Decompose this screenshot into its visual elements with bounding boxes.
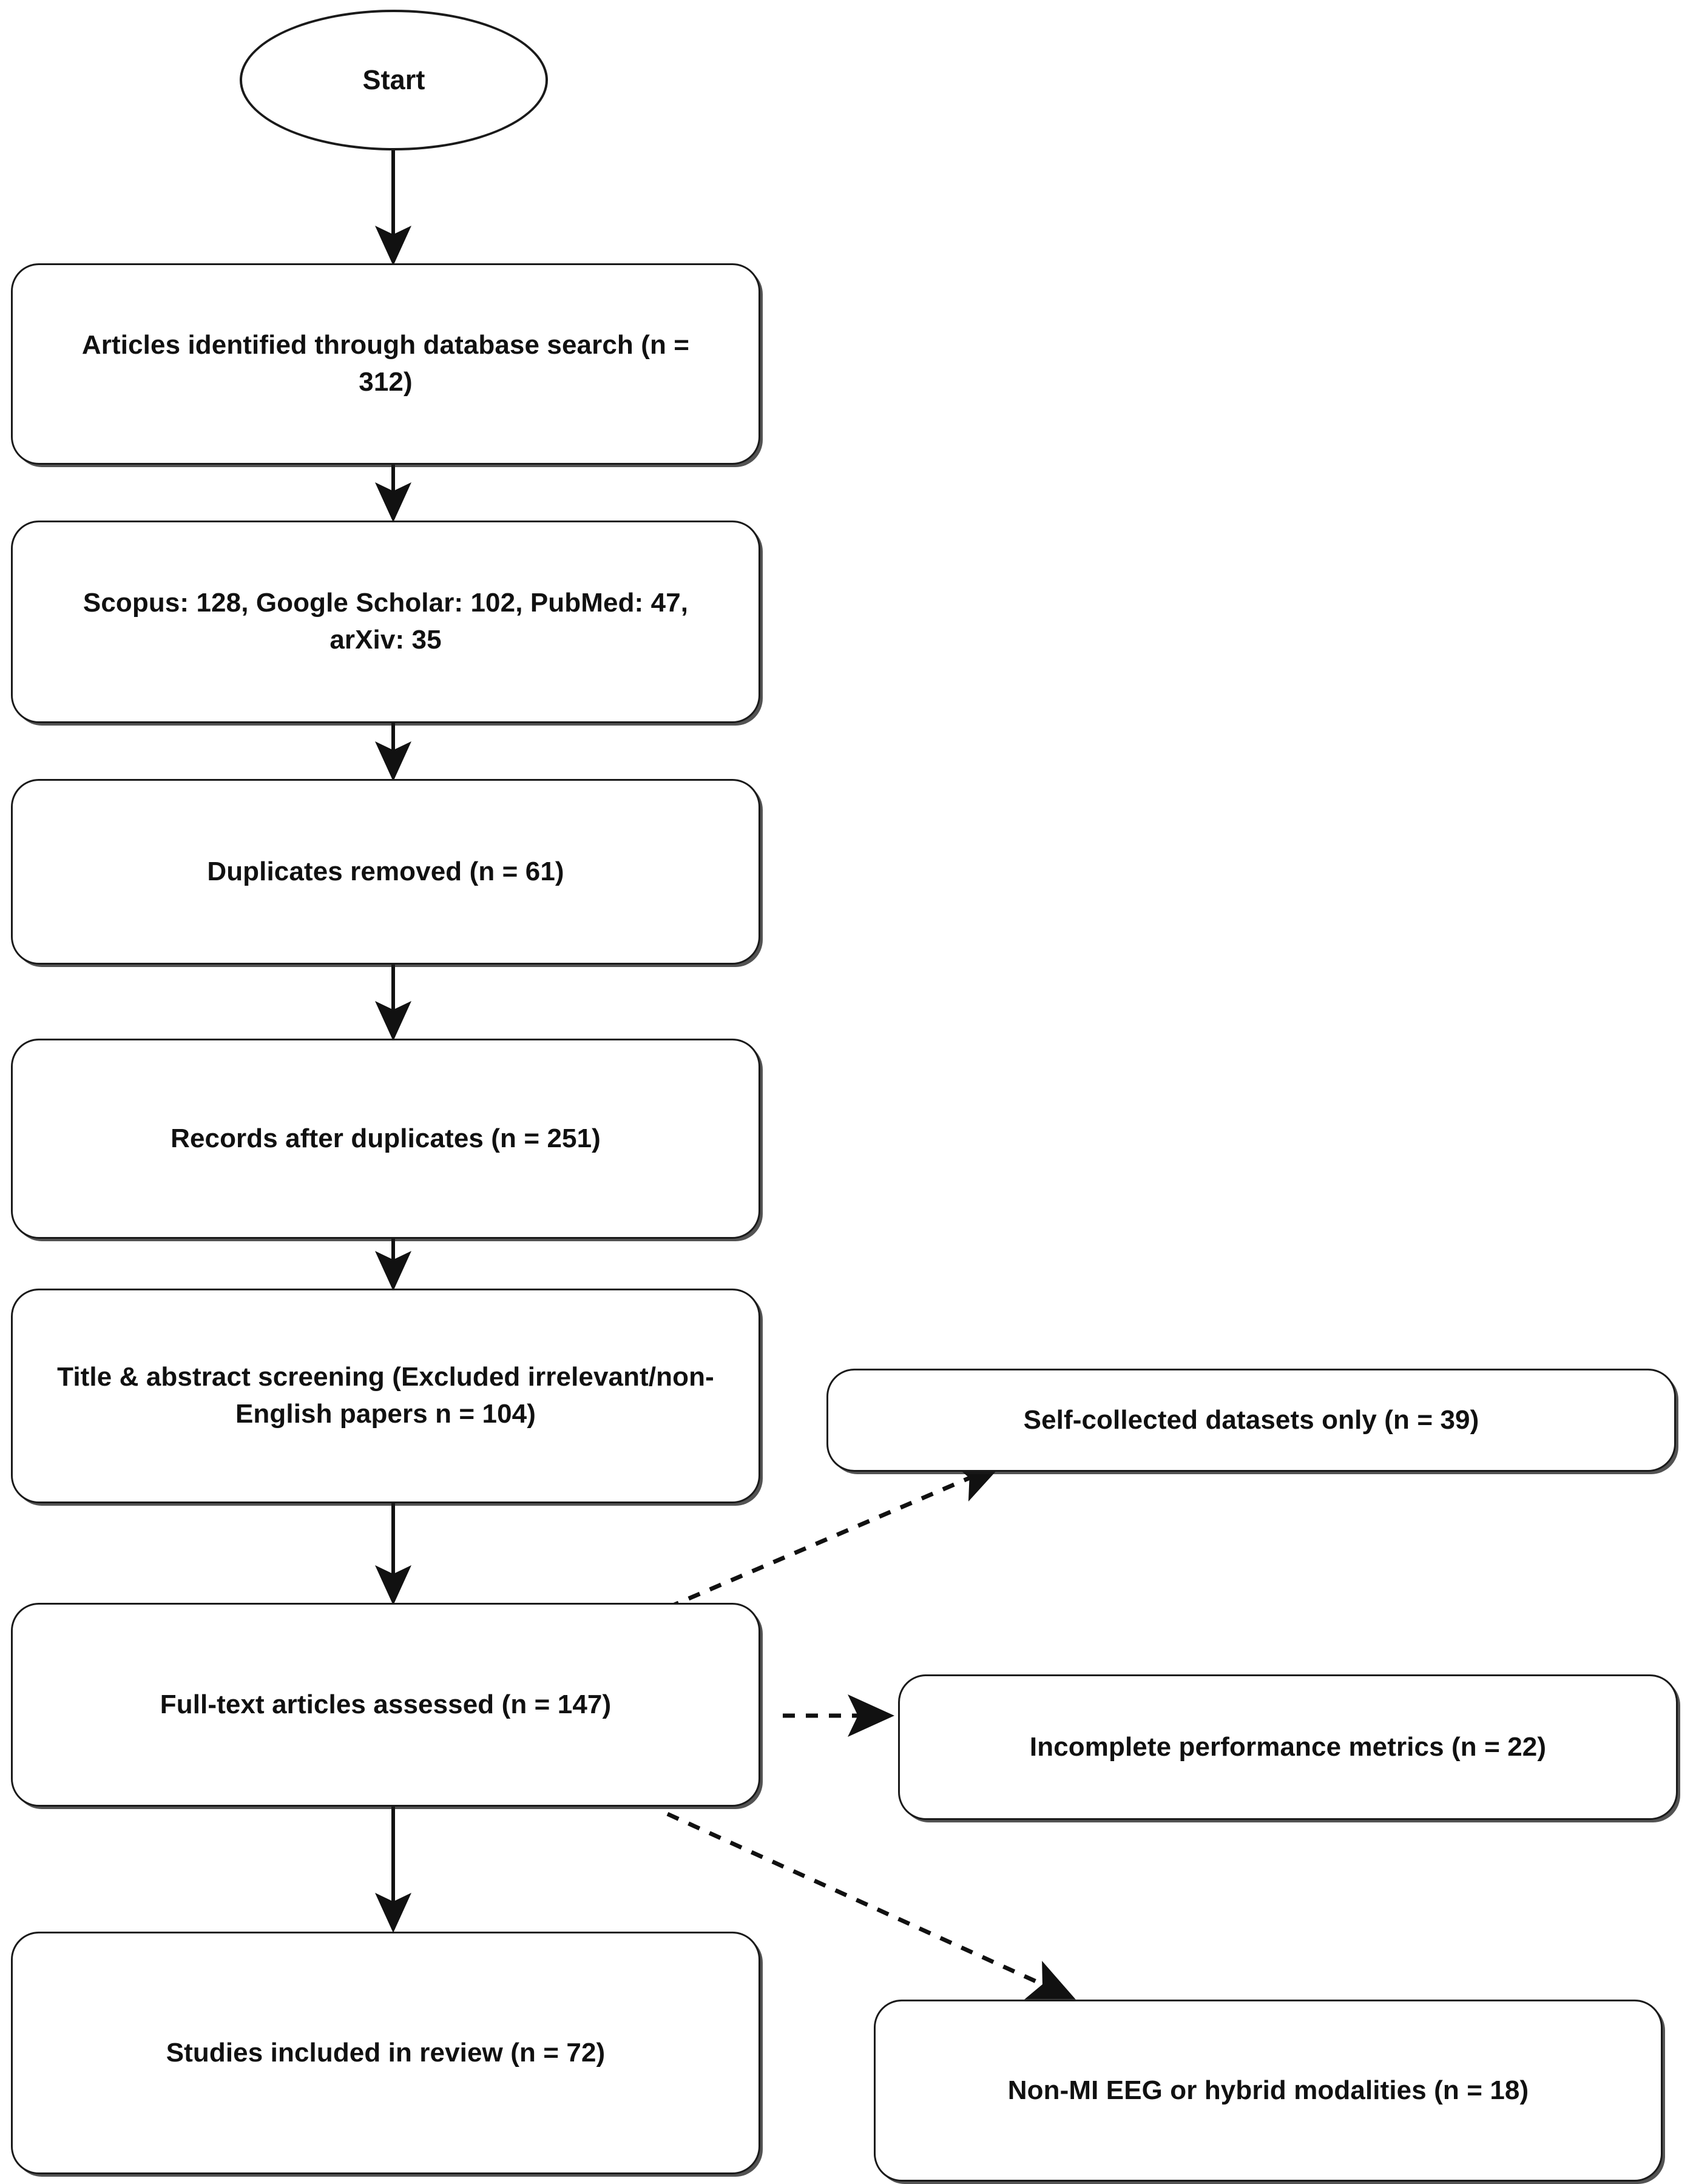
node-excluded-incomplete-metrics[interactable]: Incomplete performance metrics (n = 22) [898,1674,1678,1820]
node-fulltext-assessed[interactable]: Full-text articles assessed (n = 147) [11,1603,760,1807]
node-start[interactable]: Start [240,10,548,150]
connector-fulltext-to-nonmi [666,1812,1076,2000]
node-database-sources[interactable]: Scopus: 128, Google Scholar: 102, PubMed… [11,521,760,723]
node-start-label: Start [362,64,425,95]
node-articles-identified[interactable]: Articles identified through database sea… [11,263,760,465]
node-excluded-non-mi-eeg[interactable]: Non-MI EEG or hybrid modalities (n = 18) [874,2000,1663,2182]
node-records-after-duplicates[interactable]: Records after duplicates (n = 251) [11,1039,760,1239]
node-title-abstract-screening[interactable]: Title & abstract screening (Excluded irr… [11,1289,760,1503]
node-duplicates-removed[interactable]: Duplicates removed (n = 61) [11,779,760,965]
node-database-sources-label: Scopus: 128, Google Scholar: 102, PubMed… [83,588,689,655]
node-excluded-incomplete-metrics-label: Incomplete performance metrics (n = 22) [1029,1731,1547,1762]
node-title-abstract-screening-label: Title & abstract screening (Excluded irr… [57,1362,714,1429]
node-duplicates-removed-label: Duplicates removed (n = 61) [207,856,564,886]
node-fulltext-assessed-label: Full-text articles assessed (n = 147) [160,1689,612,1719]
node-articles-identified-label: Articles identified through database sea… [81,330,690,397]
node-excluded-self-collected-label: Self-collected datasets only (n = 39) [1023,1404,1479,1435]
node-records-after-duplicates-label: Records after duplicates (n = 251) [171,1123,601,1153]
node-studies-included-label: Studies included in review (n = 72) [166,2037,606,2068]
node-studies-included[interactable]: Studies included in review (n = 72) [11,1932,760,2174]
node-excluded-self-collected[interactable]: Self-collected datasets only (n = 39) [826,1369,1676,1472]
node-excluded-non-mi-eeg-label: Non-MI EEG or hybrid modalities (n = 18) [1007,2075,1529,2105]
